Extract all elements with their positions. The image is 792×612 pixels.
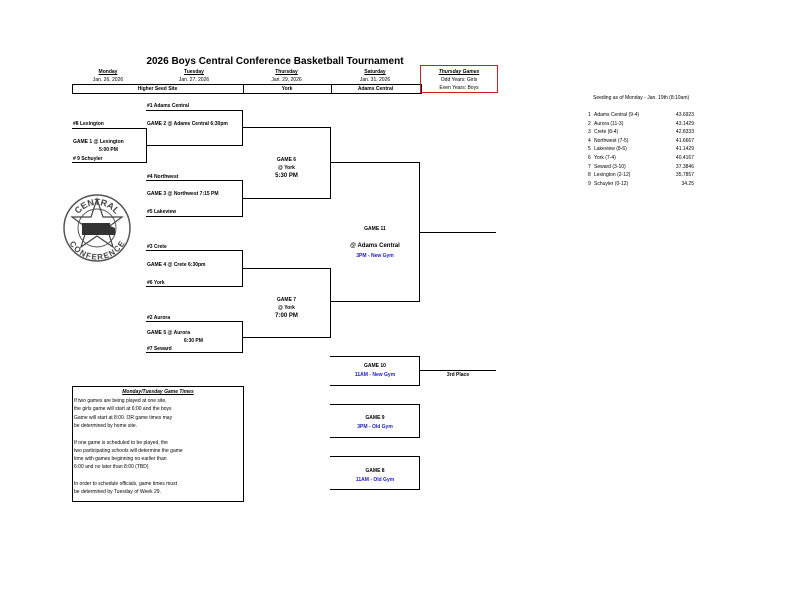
- seed9-label: # 9 Schuyler: [73, 156, 103, 162]
- game5-label: GAME 5 @ Aurora: [147, 330, 191, 336]
- site-higher-seed: Higher Seed Site: [137, 86, 178, 92]
- notes-title: Monday/Tuesday Game Times: [122, 389, 194, 395]
- col-header-monday: Monday: [98, 69, 118, 75]
- seed6-label: #6 York: [147, 280, 165, 286]
- notes-line: 6:00 and no later than 8:00 (TBD): [74, 464, 149, 471]
- notes-line: In order to schedule officials, game tim…: [74, 481, 178, 487]
- seed-score: 41.1429: [675, 146, 694, 153]
- notes-line: Game will start at 8:00. OR game times m…: [74, 414, 173, 421]
- page-title: 2026 Boys Central Conference Basketball …: [146, 56, 404, 67]
- seed-team: Lexington (2-12): [594, 172, 631, 179]
- seed-team: Aurora (11-3): [594, 120, 624, 127]
- seed-team: York (7-4): [594, 155, 616, 161]
- game6-time: 5:30 PM: [275, 173, 298, 179]
- site-saturday: Adams Central: [357, 86, 394, 92]
- seed-rank: 2: [588, 120, 591, 127]
- seed-rank: 5: [588, 146, 591, 153]
- seed-rank: 8: [588, 172, 591, 179]
- even-years-text: Even Years: Boys: [439, 85, 479, 91]
- seed-team: Adams Central (9-4): [594, 112, 640, 118]
- col-header-saturday: Saturday: [364, 69, 386, 75]
- game7-time: 7:00 PM: [275, 313, 298, 319]
- seed-score: 34.25: [681, 180, 694, 187]
- seed-team: Seward (3-10): [594, 163, 626, 170]
- game9-label: GAME 9: [365, 415, 385, 421]
- notes-box: [72, 386, 244, 502]
- notes-line: time with games beginning no earlier tha…: [74, 456, 167, 463]
- site-row: [72, 84, 422, 94]
- seed-team: Schuyler (0-12): [594, 180, 629, 187]
- seed5-label: #5 Lakeview: [147, 209, 177, 215]
- game4-label: GAME 4 @ Crete 6:30pm: [147, 262, 206, 268]
- seed4-label: #4 Northwest: [147, 174, 179, 180]
- site-thursday: York: [281, 86, 293, 92]
- game2-label: GAME 2 @ Adams Central 6:30pm: [147, 121, 228, 127]
- thursday-games-box: [420, 65, 498, 93]
- game8-label: GAME 8: [365, 468, 385, 474]
- seed-score: 35.7857: [675, 172, 694, 179]
- seed2-label: #2 Aurora: [147, 315, 171, 321]
- seed-score: 42.8333: [675, 129, 694, 136]
- game8-time: 11AM - Old Gym: [355, 477, 395, 483]
- col-date-saturday: Jan. 31, 2026: [359, 77, 391, 83]
- notes-line: two participating schools will determine…: [74, 447, 183, 454]
- seed-score: 43.1429: [675, 120, 694, 127]
- col-header-tuesday: Tuesday: [184, 69, 204, 75]
- game11-time: 3PM - New Gym: [356, 253, 394, 259]
- notes-line: be determined by Tuesday of Week 29.: [74, 489, 161, 496]
- seed-score: 41.6667: [675, 137, 694, 144]
- notes-line: If two games are being played at one sit…: [74, 398, 167, 404]
- game10-label: GAME 10: [364, 363, 386, 369]
- seed-rank: 9: [588, 180, 591, 187]
- third-place-label: 3rd Place: [446, 372, 470, 378]
- seed1-label: #1 Adams Central: [147, 103, 190, 109]
- game6-site: @ York: [278, 165, 295, 171]
- seed-team: Lakeview (8-6): [594, 146, 627, 153]
- seed-team: Crete (8-4): [594, 129, 619, 136]
- seed3-label: #3 Crete: [147, 244, 167, 250]
- col-date-monday: Jan. 26, 2026: [92, 77, 124, 83]
- game7-site: @ York: [278, 305, 295, 311]
- seed-rank: 6: [588, 155, 591, 161]
- game11-site: @ Adams Central: [350, 243, 400, 249]
- notes-line: be determined by home site.: [74, 422, 138, 429]
- seed-rank: 7: [588, 163, 591, 170]
- game3-label: GAME 3 @ Northwest 7:15 PM: [147, 191, 219, 197]
- col-date-thursday: Jan. 29, 2026: [271, 77, 302, 83]
- game10-time: 11AM - New Gym: [354, 372, 396, 378]
- seeding-title: Seeding as of Monday - Jan. 19th (8:10am…: [593, 95, 690, 101]
- seed7-label: #7 Seward: [147, 346, 172, 352]
- seed-score: 37.3846: [675, 163, 694, 170]
- seed-rank: 3: [588, 129, 591, 136]
- notes-line: If one game is scheduled to be played, t…: [74, 439, 168, 446]
- col-header-thursday: Thursday: [275, 69, 298, 75]
- seed-score: 43.6923: [675, 112, 694, 118]
- thursday-games-title: Thursday Games: [438, 69, 480, 75]
- notes-line: the girls game will start at 6:00 and th…: [74, 406, 172, 413]
- seed-score: 40.4167: [675, 155, 694, 161]
- central-conference-logo: CENTRAL CONFERENCE: [63, 194, 131, 262]
- game1-label: GAME 1 @ Lexington: [73, 139, 124, 145]
- col-date-tuesday: Jan. 27, 2026: [178, 77, 210, 83]
- game7-label: GAME 7: [276, 297, 297, 303]
- game6-label: GAME 6: [276, 157, 297, 163]
- game5-time: 6:30 PM: [184, 338, 203, 344]
- seed-team: Northwest (7-5): [594, 137, 629, 144]
- seed-rank: 1: [588, 112, 591, 118]
- game1-time: 5:00 PM: [99, 147, 118, 153]
- seed-rank: 4: [588, 137, 591, 144]
- odd-years-text: Odd Years: Girls: [440, 77, 478, 83]
- game11-label: GAME 11: [364, 226, 386, 232]
- game9-time: 3PM - Old Gym: [357, 424, 393, 430]
- seed8-label: #8 Lexington: [73, 121, 104, 127]
